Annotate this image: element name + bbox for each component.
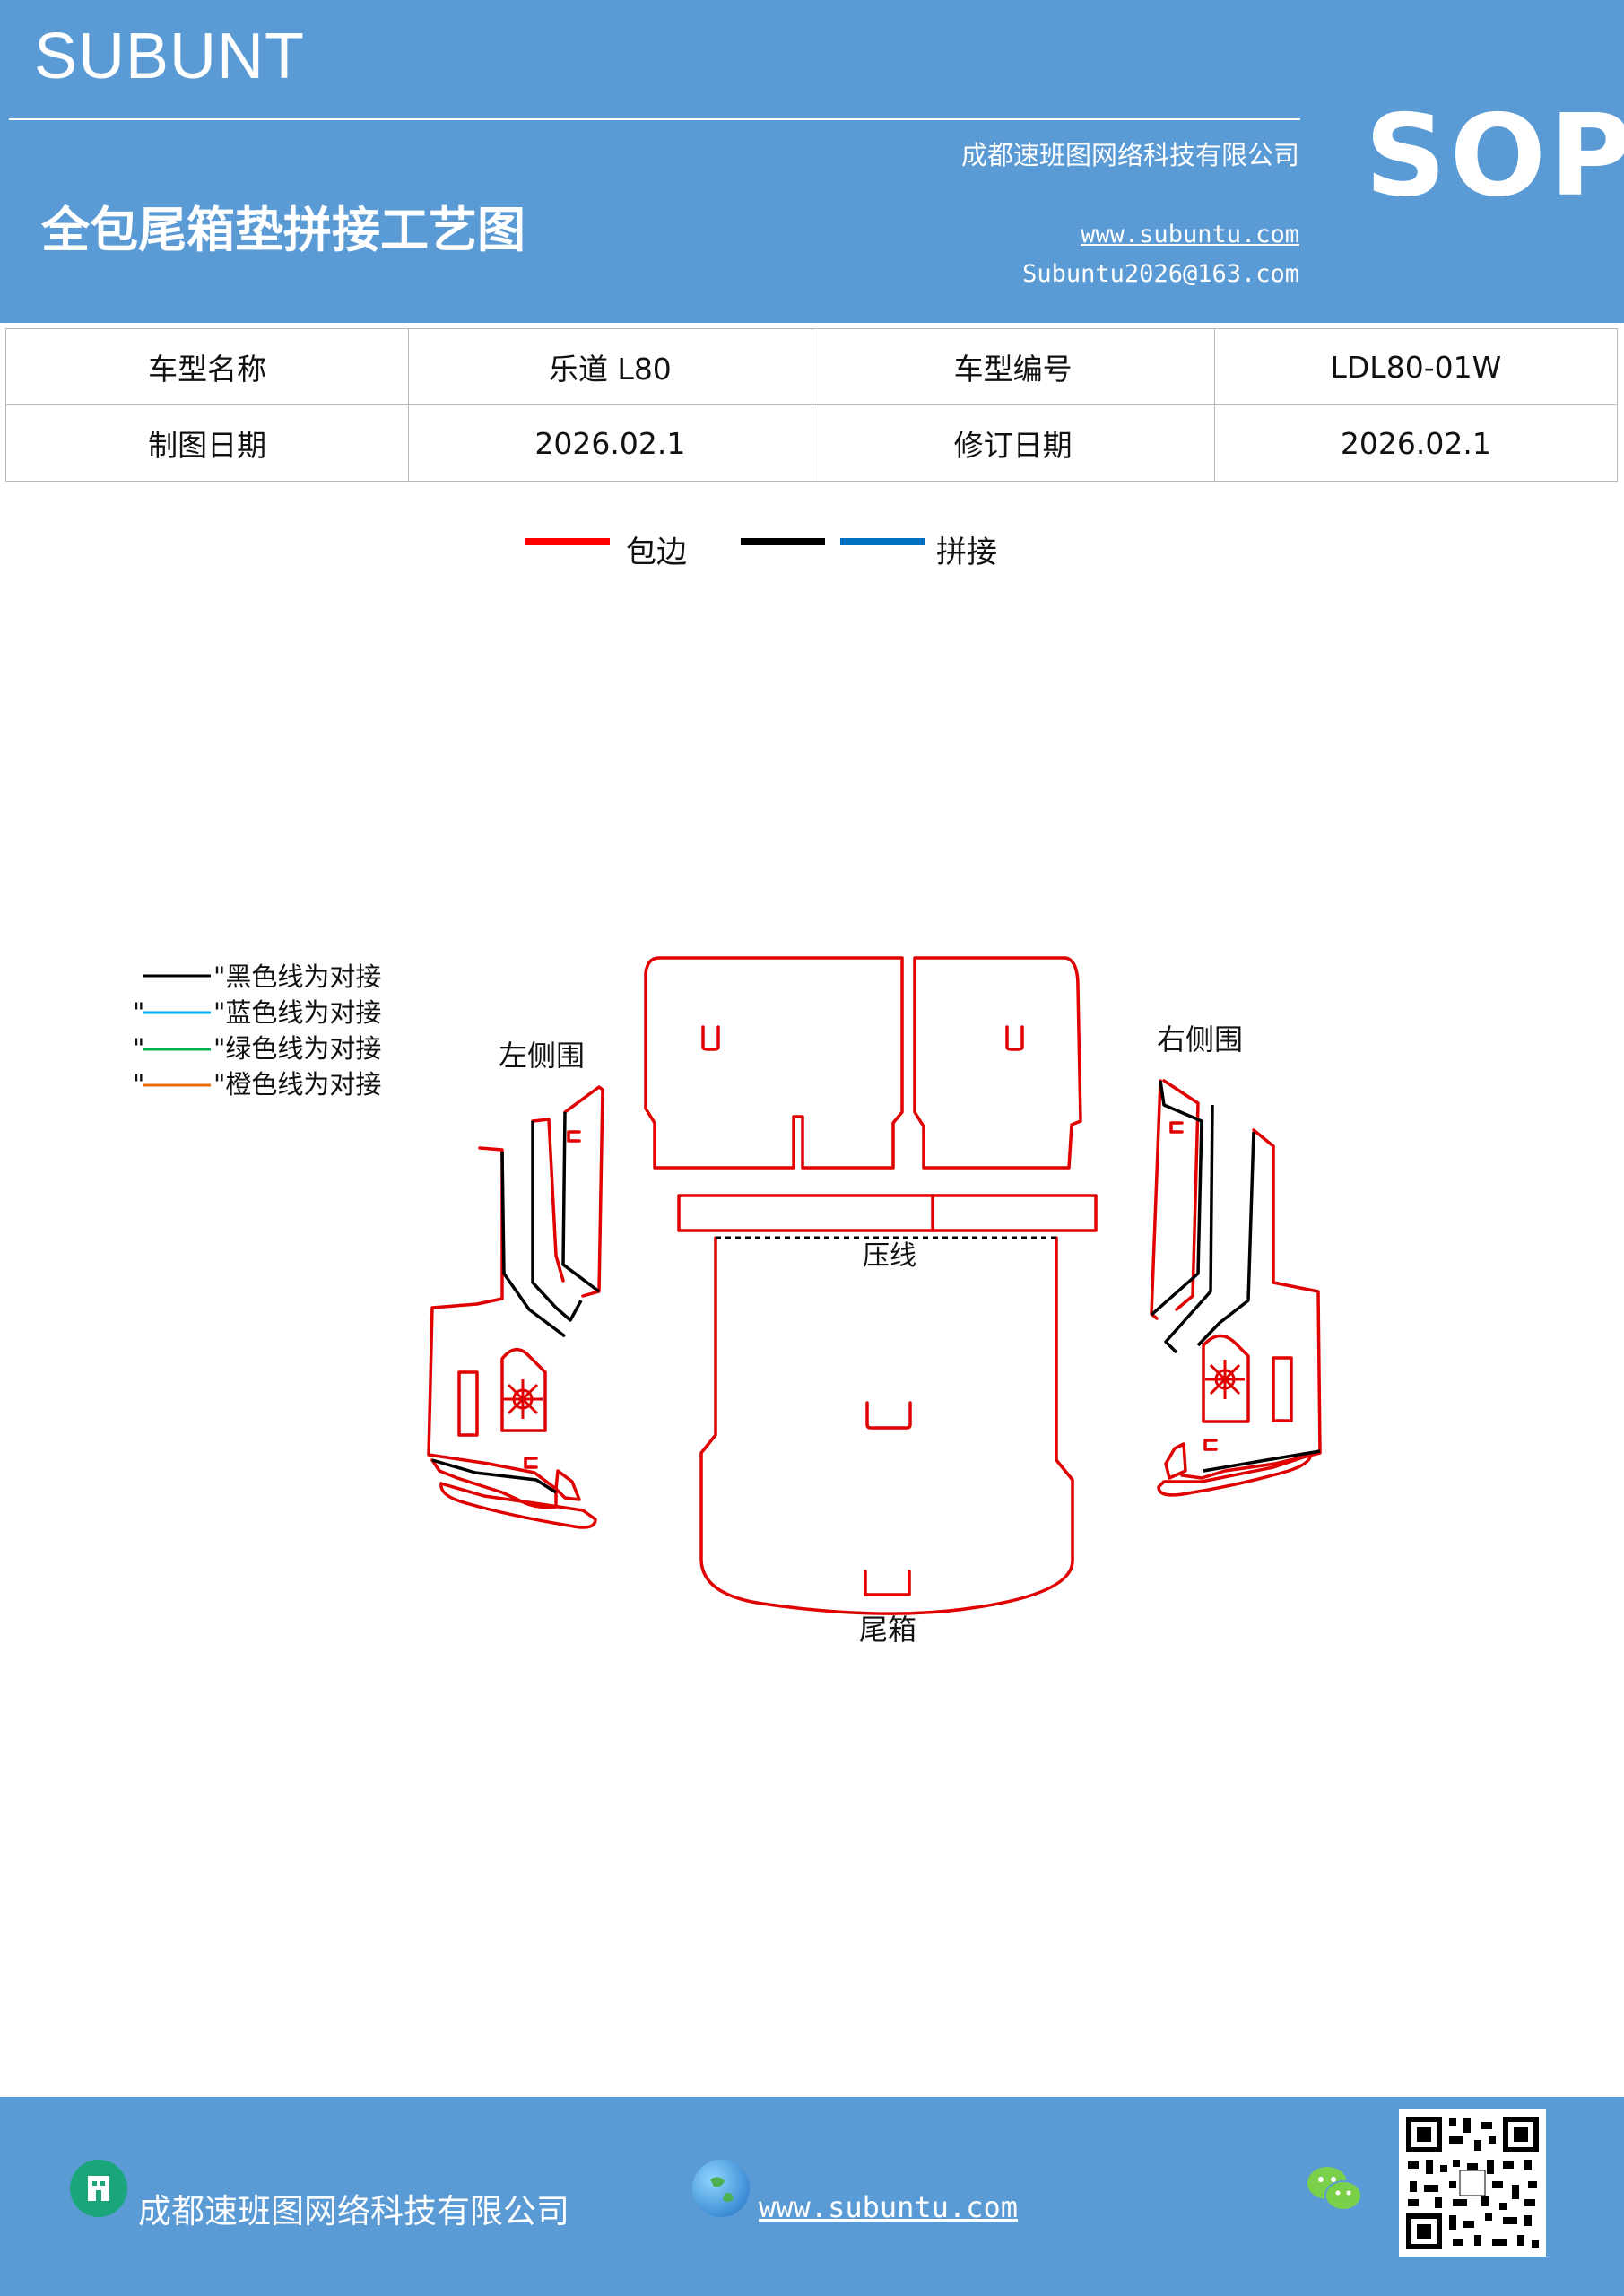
- left-side-label: 左侧围: [499, 1039, 585, 1073]
- header-email: Subuntu2026@163.com: [1022, 260, 1299, 288]
- seat-back-right-notch: [1005, 1025, 1024, 1051]
- left-side-panel-lower-trim: [439, 1482, 597, 1529]
- table-cell: 2026.02.1: [408, 404, 812, 482]
- black-seam-swatch: [741, 538, 825, 545]
- left-side-lower-tab: [554, 1469, 581, 1501]
- table-cell: 乐道 L80: [408, 328, 812, 405]
- footer-banner: 成都速班图网络科技有限公司 www.subuntu.com: [0, 2097, 1624, 2296]
- right-side-notch-b: [1203, 1439, 1218, 1451]
- right-side-panel-lower-trim: [1157, 1453, 1313, 1497]
- left-black-seam-bottom: [431, 1458, 557, 1494]
- green-line-text: "绿色线为对接: [213, 1033, 381, 1064]
- trunk-mat-diagram: "黑色线为对接 " "蓝色线为对接 " "绿色线为对接 " "橙色线为对接: [133, 956, 1322, 1647]
- seat-back-right-panel: [913, 956, 1082, 1170]
- right-side-panel-strip-top: [1150, 1079, 1162, 1320]
- left-speaker-grille: [503, 1379, 543, 1419]
- globe-icon: [692, 2160, 750, 2217]
- left-side-panel-strip-inner: [531, 1118, 565, 1283]
- table-row: 车型名称 乐道 L80 车型编号 LDL80-01W: [4, 328, 1619, 405]
- right-speaker-grille: [1205, 1360, 1245, 1399]
- right-side-window: [1272, 1356, 1293, 1422]
- right-side-notch-a: [1169, 1121, 1184, 1134]
- seat-back-left-panel: [644, 956, 904, 1170]
- trunk-floor-bottom-notch: [864, 1570, 911, 1596]
- right-side-panel-strip-inner: [1162, 1079, 1200, 1311]
- seam-color-legend: "黑色线为对接 " "蓝色线为对接 " "绿色线为对接 " "橙色线为对接: [133, 961, 381, 1100]
- seat-back-left-notch: [701, 1025, 720, 1051]
- trunk-lip-strip: [677, 1194, 1098, 1232]
- seam-label: 拼接: [936, 535, 997, 570]
- brand-logo-text: SUBUNT: [34, 21, 306, 92]
- wechat-icon[interactable]: [1304, 2161, 1365, 2215]
- right-side-panel-outer: [1180, 1128, 1322, 1480]
- black-line-text: "黑色线为对接: [213, 961, 381, 992]
- left-side-notch-a: [567, 1130, 581, 1143]
- footer-website-link[interactable]: www.subuntu.com: [759, 2190, 1018, 2224]
- header-divider: [9, 118, 1300, 120]
- sop-badge: SOP: [1365, 90, 1624, 222]
- trunk-floor-center-notch: [865, 1401, 912, 1430]
- edge-binding-label: 包边: [626, 535, 687, 570]
- left-side-panel-strip-top: [563, 1085, 604, 1298]
- trunk-label: 尾箱: [859, 1613, 916, 1647]
- header-website-link[interactable]: www.subuntu.com: [1081, 221, 1299, 248]
- trunk-floor-panel: [699, 1236, 1074, 1615]
- right-black-seam-2: [1164, 1104, 1214, 1354]
- right-black-seam-1: [1150, 1080, 1203, 1317]
- table-cell: 制图日期: [4, 404, 410, 482]
- blue-seam-swatch: [840, 538, 925, 545]
- table-cell: LDL80-01W: [1213, 328, 1619, 405]
- green-quote-mark: ": [133, 1033, 144, 1064]
- right-black-seam-bottom: [1203, 1449, 1321, 1473]
- edge-binding-swatch: [525, 538, 610, 545]
- footer-company-name: 成都速班图网络科技有限公司: [138, 2192, 569, 2231]
- right-black-seam-3: [1196, 1131, 1255, 1347]
- blue-line-text: "蓝色线为对接: [213, 997, 381, 1028]
- right-side-speaker-cutout: [1202, 1334, 1250, 1423]
- table-cell: 修订日期: [811, 404, 1215, 482]
- building-icon: [70, 2160, 127, 2217]
- orange-line-text: "橙色线为对接: [213, 1069, 381, 1100]
- qr-code-image: [1399, 2109, 1546, 2257]
- header-company-name: 成都速班图网络科技有限公司: [960, 140, 1299, 170]
- left-side-panel-outer: [427, 1146, 558, 1509]
- document-title: 全包尾箱垫拼接工艺图: [41, 202, 525, 258]
- right-side-label: 右侧围: [1157, 1022, 1243, 1057]
- orange-quote-mark: ": [133, 1069, 144, 1100]
- header-banner: SUBUNT 成都速班图网络科技有限公司 SOP 全包尾箱垫拼接工艺图 www.…: [0, 0, 1624, 323]
- left-side-window: [457, 1370, 479, 1437]
- press-line-label: 压线: [863, 1240, 916, 1272]
- blue-quote-mark: ": [133, 997, 144, 1028]
- vehicle-info-table: 车型名称 乐道 L80 车型编号 LDL80-01W 制图日期 2026.02.…: [4, 328, 1619, 482]
- left-black-seam-2: [531, 1121, 583, 1322]
- right-side-lower-tab: [1164, 1442, 1187, 1480]
- table-cell: 车型编号: [811, 328, 1215, 405]
- left-black-seam-3: [561, 1111, 601, 1293]
- left-side-notch-b: [524, 1457, 538, 1469]
- left-black-seam-1: [500, 1151, 567, 1338]
- table-cell: 车型名称: [4, 328, 410, 405]
- table-cell: 2026.02.1: [1213, 404, 1619, 482]
- line-type-legend: 包边 拼接: [0, 520, 1624, 574]
- left-side-speaker-cutout: [500, 1348, 547, 1432]
- table-row: 制图日期 2026.02.1 修订日期 2026.02.1: [4, 404, 1619, 482]
